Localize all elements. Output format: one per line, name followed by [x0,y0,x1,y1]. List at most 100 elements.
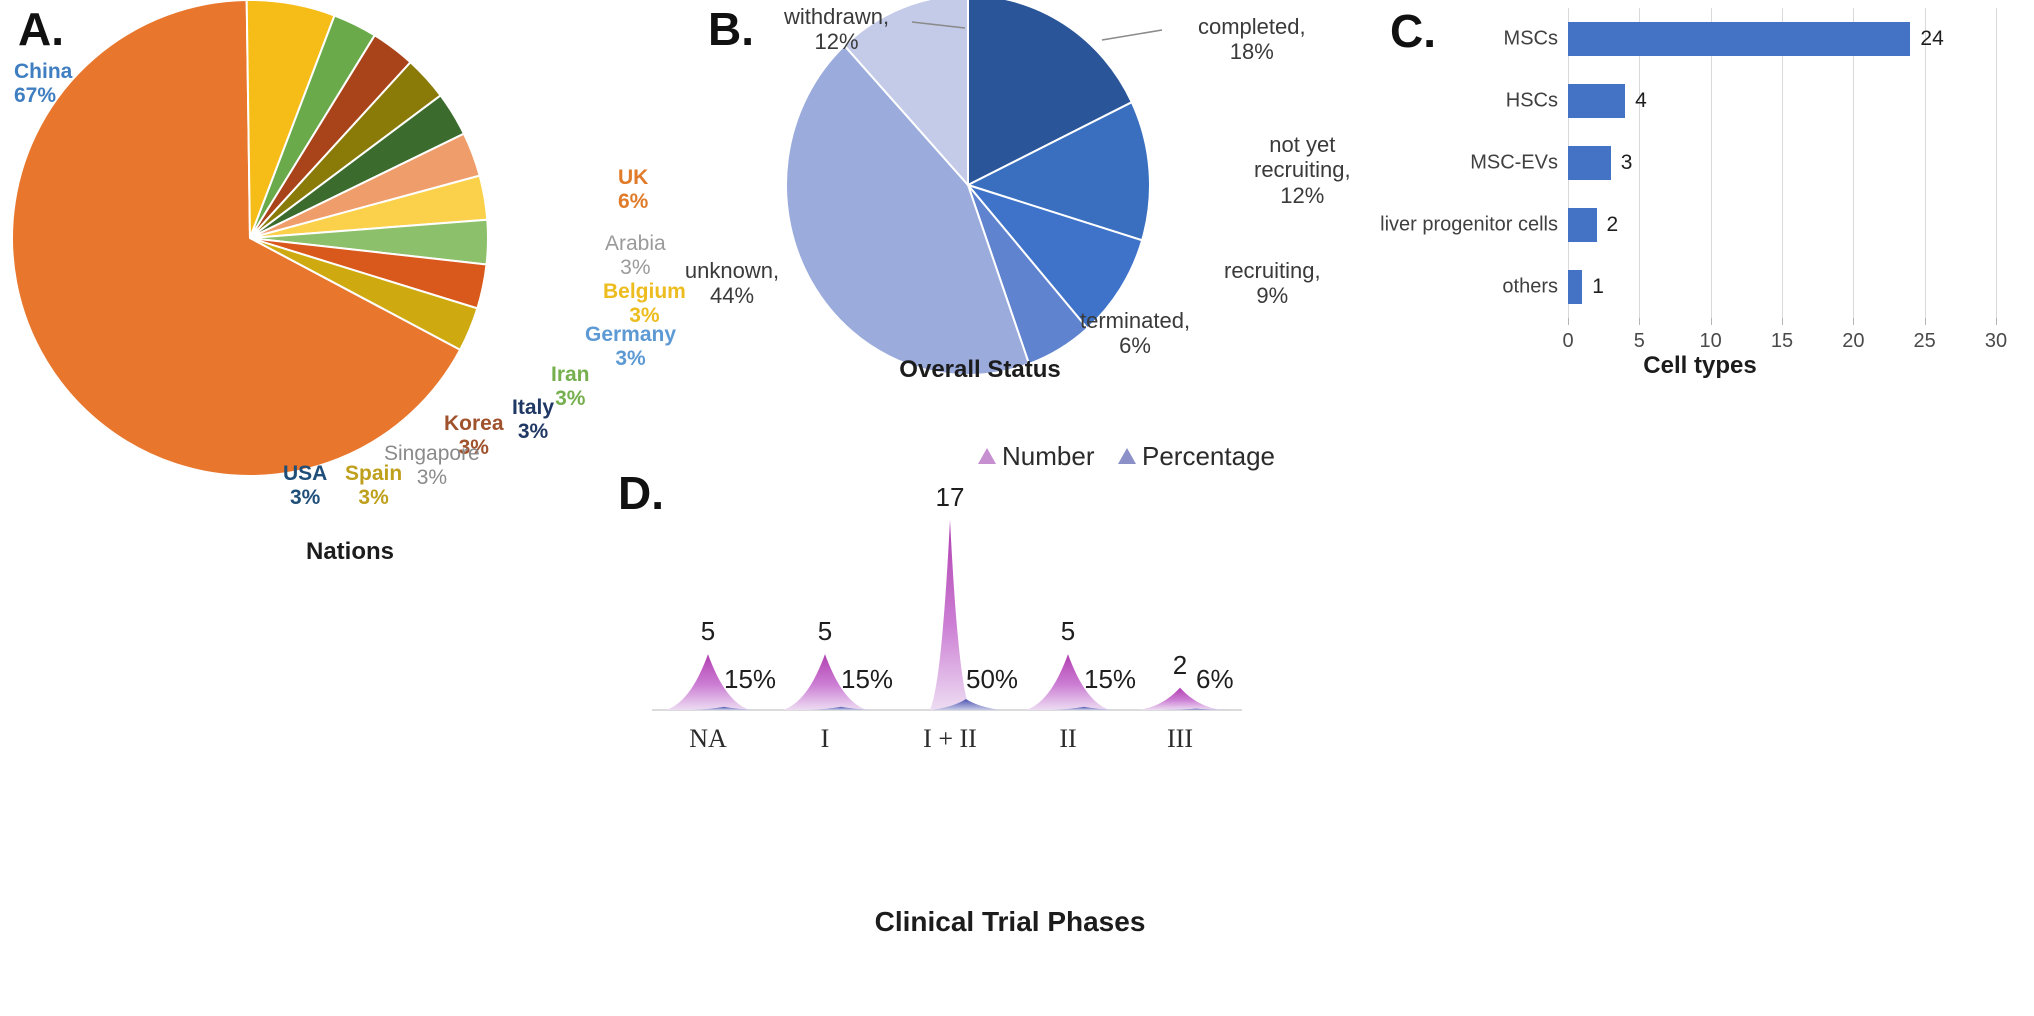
x-tick-label-0: 0 [1562,330,1574,352]
leader-line-completed [1101,29,1163,41]
tickmark-15 [1782,318,1783,325]
tickmark-10 [1710,318,1712,325]
x-tick-label-25: 25 [1913,330,1936,352]
phase-category-label: I + II [923,724,977,753]
peak-percentage-label: 15% [1084,664,1137,694]
status-label-terminated: terminated, 6% [1080,308,1190,359]
leader-line-withdrawn [911,21,966,29]
peak-percentage-label: 15% [841,664,894,694]
x-tick-label-30: 30 [1984,330,2008,352]
tickmark-0 [1568,318,1569,325]
peak-percentage-na [690,706,758,710]
bar-value-label: 1 [1592,275,1604,298]
pie-label-belgium-name: Belgium [603,280,686,303]
pie-label-usa: USA 3% [283,462,327,509]
pie-label-arabia-value: 3% [620,255,651,279]
bar-mscs [1568,22,1911,56]
pie-label-iran-name: Iran [551,363,590,386]
bar-category-label: MSC-EVs [1470,151,1558,174]
panel-b-letter: B. [708,3,754,55]
status-axis-title: Overall Status [899,356,1061,383]
peak-number-label: 5 [1060,616,1076,647]
pie-slice-completed [967,0,1134,187]
status-label-recruiting-name: recruiting, [1224,258,1321,283]
pie-slice-not-yet-recruiting [965,100,1151,242]
pie-label-belgium: Belgium 3% [603,280,686,327]
pie-label-spain-value: 3% [358,485,389,509]
status-label-unknown-name: unknown, [684,258,780,283]
pie-label-germany-name: Germany [585,323,677,346]
legend-marker-number [978,448,996,464]
pie-slice-china [11,0,462,477]
peak-percentage-ii [1050,706,1118,710]
bar-category-label: MSCs [1503,27,1558,50]
peak-number-label: 2 [1172,649,1188,680]
status-label-terminated-value: 6% [1119,333,1151,359]
peak-number-iii [1138,687,1222,710]
pie-label-iran-value: 3% [555,386,586,410]
bar-category-label: others [1502,275,1558,298]
gridline-25 [1924,8,1926,318]
phases-axis-title: Clinical Trial Phases [874,906,1146,937]
bar-liver-progenitor-cells [1568,208,1597,242]
gridline-20 [1853,8,1855,318]
cell-types-axis-title: Cell types [1643,352,1757,379]
status-label-recruiting-value: 9% [1256,283,1289,309]
peak-number-i-ii [930,520,970,710]
pie-label-korea: Korea 3% [444,412,504,459]
phases-peaks-svg [652,520,1242,711]
pie-label-arabia-name: Arabia [605,232,666,255]
tickmark-5 [1639,318,1641,325]
pie-label-korea-name: Korea [444,412,504,435]
panel-c-letter: C. [1390,5,1436,57]
phases-legend: Number Percentage [978,438,1278,472]
panel-b-overall-status: B. withdrawn, 12% completed, 18% not yet… [685,0,1360,420]
pie-label-italy: Italy 3% [512,396,554,443]
bar-value-label: 4 [1635,89,1647,112]
status-pie-svg [785,0,1163,376]
panel-d-letter: D. [618,467,664,519]
pie-label-uk-value: 6% [618,189,649,213]
bar-value-label: 24 [1920,27,1944,50]
pie-label-uk: UK 6% [618,166,648,213]
peak-percentage-i [807,706,875,710]
nations-pie-svg [11,0,489,477]
phase-category-label: I [820,724,830,753]
peak-percentage-label: 15% [724,664,777,694]
peak-percentage-i-ii [932,699,1000,710]
panel-a-letter: A. [18,3,64,55]
tickmark-30 [1996,318,1997,325]
status-label-completed: completed, 18% [1198,14,1306,65]
bar-msc-evs [1568,146,1611,180]
pie-label-singapore-name: Singapore [384,442,480,465]
peak-number-i [783,654,867,710]
pie-label-korea-value: 3% [458,435,489,459]
phase-category-label: III [1167,724,1193,753]
pie-label-singapore-value: 3% [416,465,448,489]
pie-slice-unknown [785,44,1031,376]
status-label-not-yet-recruiting-value: 12% [1280,182,1325,208]
status-label-unknown-value: 44% [709,283,755,309]
pie-label-china-value: 67% [14,83,57,107]
pie-label-iran: Iran 3% [551,363,590,410]
pie-label-germany-value: 3% [615,346,646,370]
tickmark-20 [1853,318,1855,325]
pie-slice-recruiting [965,183,1144,330]
pie-label-spain-name: Spain [345,462,403,485]
bar-category-label: HSCs [1505,89,1558,112]
status-label-recruiting: recruiting, 9% [1224,258,1321,309]
gridline-30 [1996,8,1997,318]
pie-label-italy-value: 3% [517,419,549,443]
peak-percentage-label: 50% [966,664,1019,694]
pie-label-uk-name: UK [618,166,649,189]
pie-label-arabia: Arabia 3% [605,232,666,279]
status-label-unknown: unknown, 44% [562,258,902,309]
bar-hscs [1568,84,1626,118]
pie-slice-withdrawn [843,0,969,188]
pie-slice-usa [249,237,479,352]
pie-label-spain: Spain 3% [345,462,402,509]
